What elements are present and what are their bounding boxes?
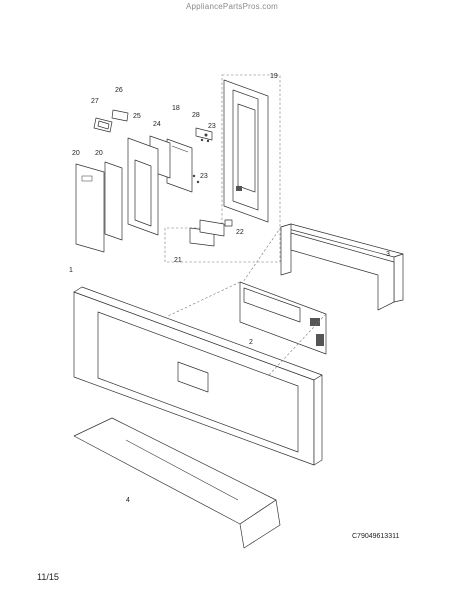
- callout-label: 20: [95, 150, 103, 157]
- callout-label: 24: [153, 121, 161, 128]
- callout-label: 23: [200, 173, 208, 180]
- diagram-code: C79049613311: [352, 533, 399, 540]
- part-3-top-trim: [280, 223, 404, 311]
- callout-label: 23: [208, 123, 216, 130]
- callout-labels: 19 26 27 25 18 28 23 24 20 20 23 22 21 3…: [69, 73, 399, 540]
- part-21-bracket: [189, 219, 225, 247]
- part-2-control-board: [239, 281, 327, 355]
- part-1-console: [73, 286, 323, 466]
- part-22-screw: [224, 219, 233, 227]
- callout-label: 3: [386, 251, 390, 258]
- part-28-clip: [192, 127, 213, 184]
- callout-label: 27: [91, 98, 99, 105]
- leader-lines: [167, 226, 327, 377]
- part-20-sheet-front: [75, 163, 105, 253]
- part-18-board: [166, 138, 193, 193]
- callout-label: 26: [115, 87, 123, 94]
- callout-label: 22: [236, 229, 244, 236]
- callout-label: 20: [72, 150, 80, 157]
- callout-label: 25: [133, 113, 141, 120]
- callout-label: 2: [249, 339, 253, 346]
- callout-label: 21: [174, 257, 182, 264]
- callout-label: 28: [192, 112, 200, 119]
- callout-label: 19: [270, 73, 278, 80]
- part-27-pad: [93, 117, 113, 133]
- part-4-vent-tray: [73, 417, 281, 549]
- callout-label: 1: [69, 267, 73, 274]
- part-20-sheet-back: [104, 161, 123, 241]
- part-19-panel-group: [164, 74, 281, 263]
- page-number: 11/15: [37, 572, 59, 582]
- site-watermark: AppliancePartsPros.com: [186, 2, 278, 11]
- callout-label: 4: [126, 497, 130, 504]
- part-26-pad: [111, 109, 129, 122]
- part-25-bracket: [127, 137, 159, 236]
- callout-label: 18: [172, 105, 180, 112]
